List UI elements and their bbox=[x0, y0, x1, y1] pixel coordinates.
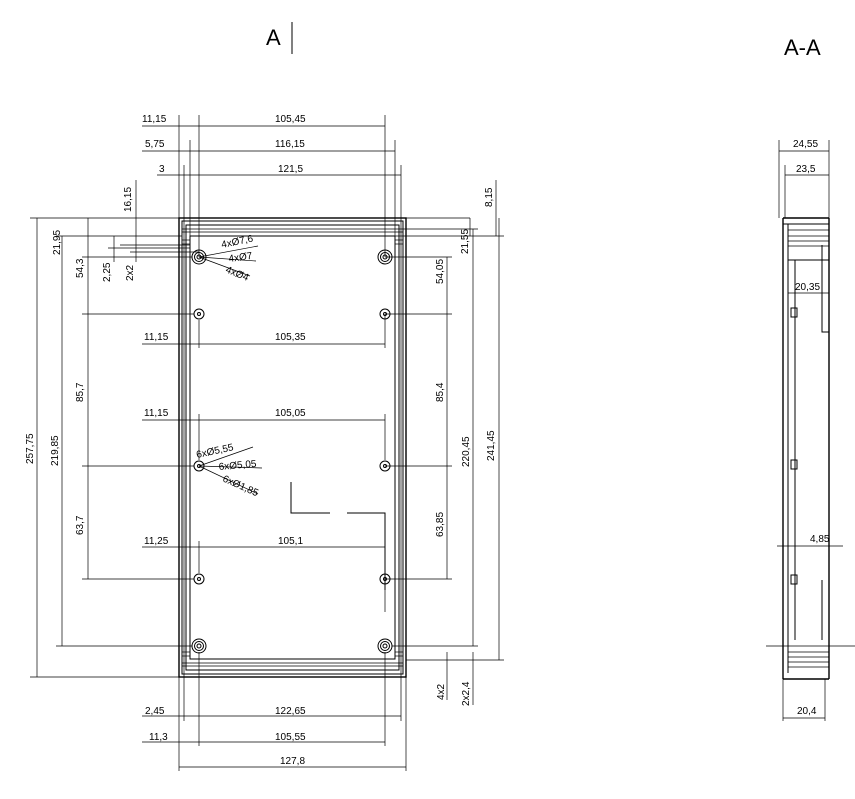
corner-hole-bl bbox=[191, 638, 207, 654]
dim-label: 63,85 bbox=[435, 512, 446, 537]
dim-label: 4,85 bbox=[810, 534, 830, 545]
dim-label: 11,25 bbox=[144, 536, 169, 547]
dim-label: 241,45 bbox=[486, 430, 497, 461]
bottom-dimensions: 2,45 122,65 11,3 105,55 127,8 bbox=[142, 652, 407, 771]
dim-label: 85,7 bbox=[75, 382, 86, 402]
dim-label: 8,15 bbox=[484, 187, 495, 207]
dim-label: 2,25 bbox=[102, 262, 113, 282]
dim-label: 116,15 bbox=[275, 139, 305, 150]
dim-label: 121,5 bbox=[278, 164, 303, 175]
dim-label: 21,95 bbox=[52, 230, 63, 255]
dim-label: 105,45 bbox=[275, 114, 306, 125]
dim-label: 11,3 bbox=[149, 732, 168, 743]
dim-label: 127,8 bbox=[280, 756, 305, 767]
dim-label: 2x2,4 bbox=[461, 681, 472, 706]
dim-label: 5,75 bbox=[145, 139, 165, 150]
right-dimensions: 21,55 54,05 85,4 63,85 220,45 241,45 4x2… bbox=[385, 217, 504, 706]
hole-callout-label: 4xØ7 bbox=[228, 251, 254, 265]
dim-label: 105,35 bbox=[275, 332, 306, 343]
front-view bbox=[178, 217, 407, 678]
dim-label: 122,65 bbox=[275, 706, 306, 717]
left-dimensions: 21,95 54,3 2,25 2x2 85,7 63,7 219,85 257… bbox=[25, 217, 199, 678]
top-dimensions: 11,15 105,45 5,75 116,15 3 121,5 16,15 8… bbox=[120, 114, 504, 257]
dim-label: 11,15 bbox=[144, 332, 169, 343]
dim-label: 21,55 bbox=[460, 229, 471, 254]
dim-label: 2x2 bbox=[125, 264, 136, 281]
dim-label: 11,15 bbox=[142, 114, 167, 125]
corner-hole-br bbox=[377, 638, 393, 654]
hole-callout-label: 6xØ5,55 bbox=[195, 442, 235, 461]
dim-label: 220,45 bbox=[461, 436, 472, 467]
dim-label: 257,75 bbox=[25, 433, 36, 464]
dim-label: 11,15 bbox=[144, 408, 169, 419]
dim-label: 54,05 bbox=[435, 259, 446, 284]
dim-label: 105,55 bbox=[275, 732, 306, 743]
dim-label: 23,5 bbox=[796, 164, 816, 175]
dim-label: 2,45 bbox=[145, 706, 165, 717]
dim-label: 4x2 bbox=[436, 683, 447, 700]
dim-label: 219,85 bbox=[50, 435, 61, 466]
dim-label: 54,3 bbox=[75, 258, 86, 278]
dim-label: 24,55 bbox=[793, 139, 818, 150]
dim-label: 3 bbox=[159, 164, 165, 175]
dim-label: 63,7 bbox=[75, 515, 86, 535]
hole-callout-label: 4xØ4 bbox=[224, 265, 251, 284]
dim-label: 20,4 bbox=[797, 706, 817, 717]
inner-dimensions: 11,15 105,35 11,15 105,05 11,25 105,1 bbox=[142, 314, 386, 573]
hole-callout-label: 6xØ5,05 bbox=[218, 459, 257, 473]
dim-label: 16,15 bbox=[123, 187, 134, 212]
dim-label: 105,05 bbox=[275, 408, 306, 419]
dim-label: 20,35 bbox=[795, 282, 820, 293]
dim-label: 105,1 bbox=[278, 536, 303, 547]
view-label-section: A-A bbox=[784, 35, 821, 60]
view-label-a: A bbox=[266, 25, 281, 50]
section-view: 24,55 23,5 20,35 4,85 20,4 bbox=[766, 139, 855, 721]
hole-callout-label: 6xØ1,85 bbox=[221, 474, 260, 500]
enclosure-outer-outline bbox=[178, 217, 407, 678]
dim-label: 85,4 bbox=[435, 382, 446, 402]
hole-callouts: 4xØ7,6 4xØ7 4xØ4 6xØ5,55 6xØ5,05 6xØ1,85 bbox=[195, 233, 263, 500]
